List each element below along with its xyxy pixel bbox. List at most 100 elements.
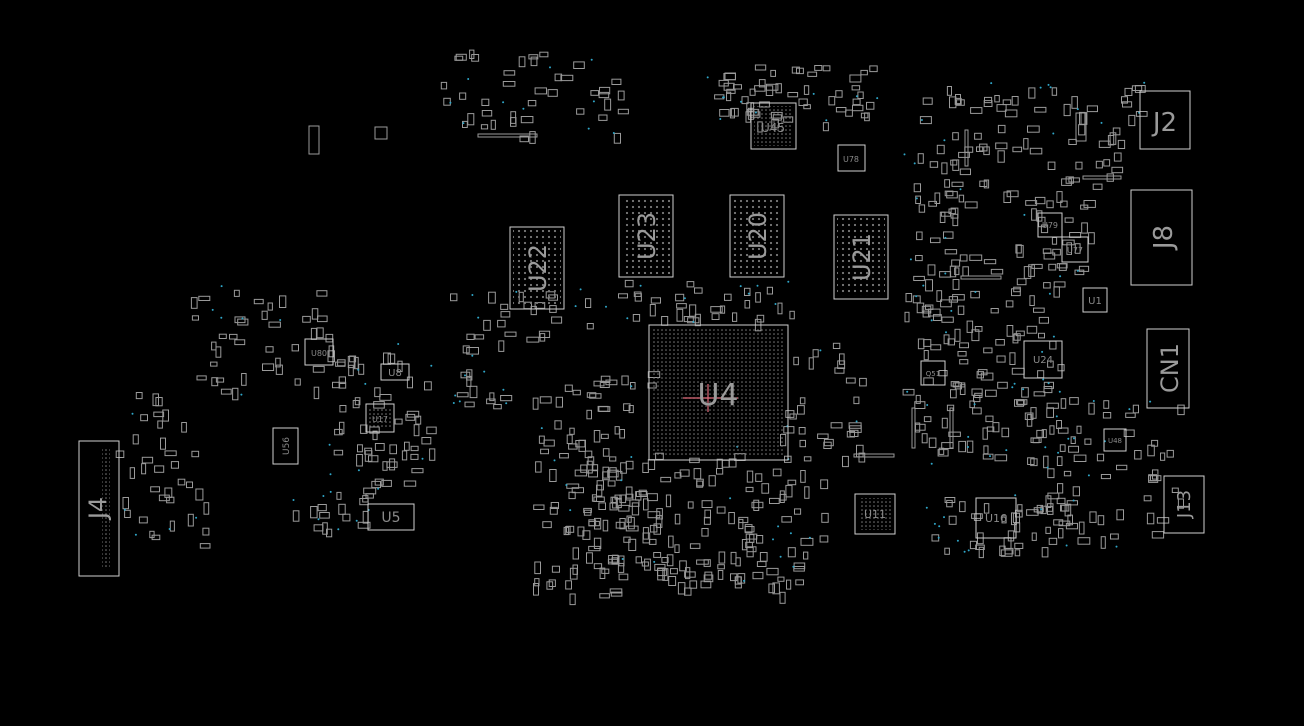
- passive-footprint: [902, 388, 915, 396]
- component-u21[interactable]: U21: [833, 214, 889, 300]
- passive-footprint: [716, 506, 726, 514]
- component-u20[interactable]: U20: [729, 194, 785, 278]
- passive-footprint: [1123, 429, 1135, 437]
- passive-footprint: [990, 308, 999, 314]
- passive-footprint: [153, 411, 165, 418]
- via-dot: [973, 403, 976, 406]
- passive-footprint: [623, 403, 631, 411]
- connector-j8[interactable]: J8: [1130, 189, 1193, 286]
- component-u23[interactable]: U23: [618, 194, 674, 278]
- component-u24[interactable]: U24: [1023, 340, 1063, 379]
- passive-footprint: [822, 65, 831, 72]
- label-u11: U11: [864, 508, 886, 521]
- via-dot: [587, 127, 590, 130]
- passive-footprint: [609, 456, 617, 462]
- component-u5[interactable]: U5: [367, 503, 415, 531]
- via-dot: [1049, 86, 1052, 89]
- passive-footprint: [565, 580, 573, 590]
- passive-footprint: [957, 351, 967, 357]
- passive-footprint: [668, 576, 677, 586]
- connector-j2[interactable]: J2: [1139, 90, 1191, 150]
- passive-footprint: [1160, 452, 1166, 461]
- passive-footprint: [730, 551, 737, 565]
- passive-footprint: [336, 491, 342, 500]
- component-u80[interactable]: U80: [304, 338, 334, 366]
- via-dot: [337, 528, 340, 531]
- passive-footprint: [1029, 147, 1043, 155]
- passive-footprint: [958, 151, 970, 158]
- passive-footprint: [849, 425, 862, 433]
- passive-footprint: [723, 82, 735, 91]
- component-q51[interactable]: Q51: [920, 360, 946, 386]
- passive-footprint: [759, 552, 768, 562]
- via-dot: [279, 319, 282, 321]
- passive-footprint: [656, 508, 663, 520]
- component-u78[interactable]: U78: [837, 144, 866, 172]
- via-dot: [1143, 81, 1146, 84]
- passive-footprint: [488, 291, 496, 304]
- passive-footprint: [539, 51, 549, 58]
- passive-footprint: [957, 305, 965, 315]
- passive-footprint: [598, 91, 610, 99]
- component-u17[interactable]: U17: [365, 403, 395, 433]
- via-dot: [1055, 415, 1058, 418]
- passive-footprint: [856, 444, 864, 458]
- passive-footprint: [233, 289, 240, 297]
- component-u16[interactable]: U16: [975, 497, 1017, 539]
- via-dot: [1115, 545, 1118, 548]
- connector-j4[interactable]: J4: [78, 440, 120, 577]
- passive-footprint: [1049, 425, 1055, 435]
- connector-j13[interactable]: J13: [1163, 475, 1205, 534]
- passive-footprint: [674, 513, 681, 525]
- component-u77[interactable]: U77: [1061, 236, 1089, 263]
- passive-footprint: [852, 98, 861, 106]
- passive-footprint: [719, 109, 730, 117]
- via-dot: [706, 76, 709, 79]
- connector-cn1[interactable]: CN1: [1146, 328, 1190, 409]
- passive-footprint: [586, 460, 593, 474]
- component-u8[interactable]: U8: [380, 363, 410, 381]
- passive-footprint: [1011, 367, 1025, 375]
- passive-footprint: [500, 311, 511, 318]
- passive-footprint: [568, 443, 578, 450]
- passive-footprint: [834, 367, 845, 374]
- component-u48[interactable]: U48: [1103, 428, 1127, 452]
- passive-footprint: [814, 65, 823, 71]
- component-u22[interactable]: U22: [509, 226, 565, 310]
- via-dot: [909, 258, 912, 261]
- passive-footprint: [1001, 515, 1007, 524]
- passive-footprint: [951, 181, 964, 187]
- component-u45[interactable]: U45: [750, 102, 797, 150]
- component-u1[interactable]: U1: [1082, 287, 1108, 313]
- passive-footprint: [803, 85, 810, 95]
- via-dot: [747, 292, 750, 295]
- component-u56[interactable]: U56: [272, 427, 299, 465]
- passive-footprint: [1166, 449, 1174, 458]
- passive-footprint: [614, 426, 620, 435]
- passive-footprint: [1012, 334, 1019, 344]
- passive-footprint: [938, 447, 945, 455]
- passive-footprint: [1038, 332, 1045, 339]
- board-slots: [308, 112, 1122, 458]
- component-u11[interactable]: U11: [854, 493, 896, 535]
- passive-footprint: [808, 357, 814, 370]
- passive-footprint: [275, 357, 281, 368]
- passive-footprint: [585, 298, 592, 309]
- component-u4[interactable]: U4: [648, 324, 789, 461]
- passive-footprint: [572, 547, 579, 560]
- via-dot: [621, 558, 624, 560]
- passive-footprint: [958, 194, 965, 203]
- passive-footprint: [527, 100, 537, 107]
- via-dot: [620, 479, 623, 482]
- passive-footprint: [591, 494, 598, 502]
- passive-footprint: [619, 518, 626, 530]
- passive-footprint: [1046, 407, 1055, 418]
- via-dot: [630, 456, 633, 458]
- label-u8: U8: [388, 368, 402, 379]
- passive-footprint: [954, 267, 960, 276]
- component-u79[interactable]: U79: [1037, 212, 1063, 238]
- passive-footprint: [411, 468, 424, 474]
- passive-footprint: [830, 422, 843, 429]
- passive-footprint: [653, 523, 661, 535]
